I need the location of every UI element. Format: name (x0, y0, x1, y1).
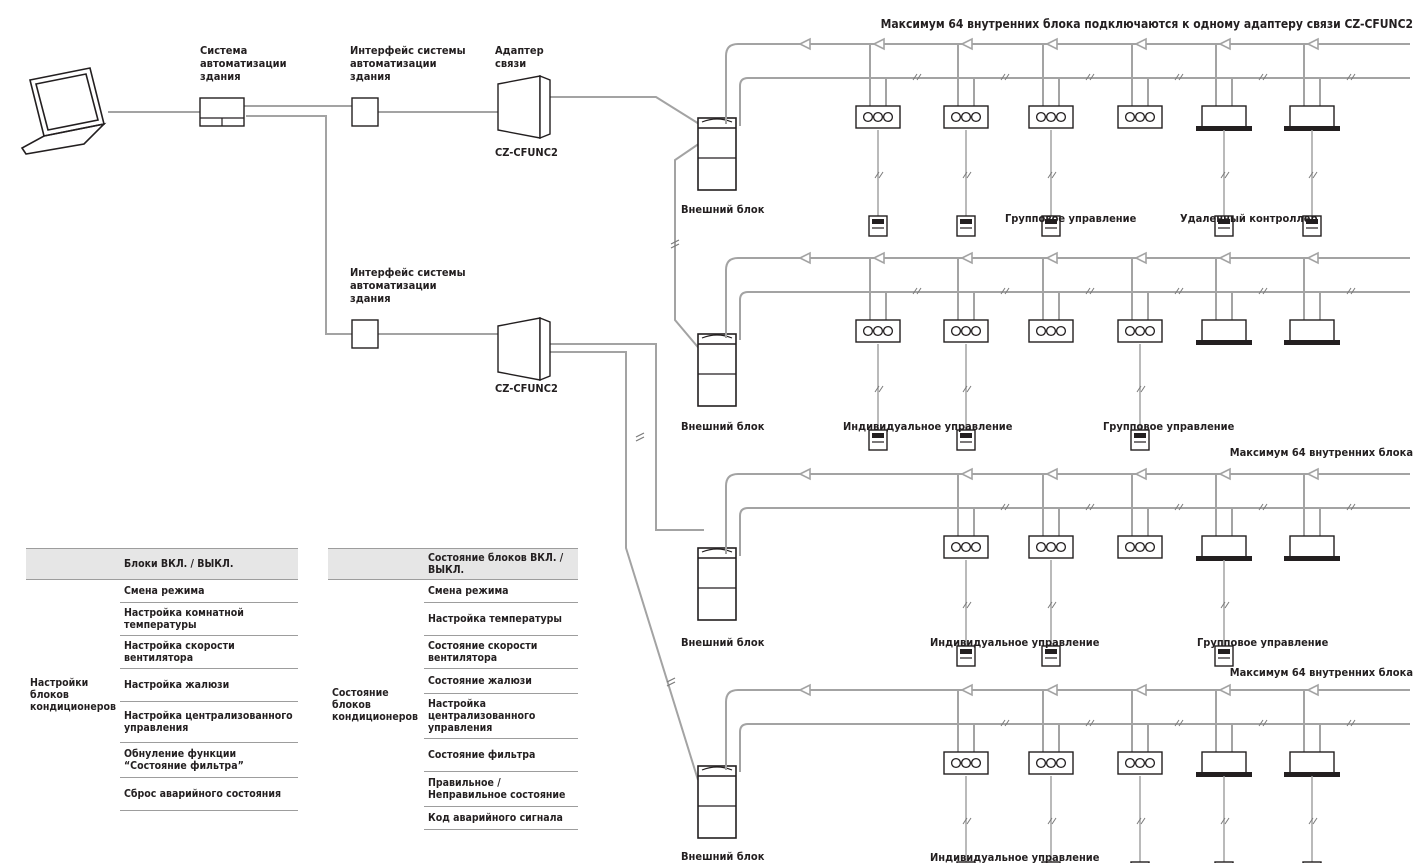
table-cell: Обнуление функции “Состояние фильтра” (119, 742, 298, 778)
indoor-ceiling-unit-icon (1284, 535, 1340, 561)
status-table: Состояние блоков ВКЛ. / ВЫКЛ. Состояние … (328, 548, 578, 830)
adapter-model-2: CZ-CFUNC2 (495, 382, 558, 395)
table-category: Состояние блоков кондиционеров (328, 579, 424, 830)
top-note: Максимум 64 внутренних блока подключаютс… (880, 17, 1413, 31)
indoor-cassette-unit-icon (943, 535, 989, 559)
row1-group-label: Групповое управление (1005, 212, 1137, 225)
outdoor-unit-icon (697, 765, 737, 839)
adapter-label: Адаптер связи (495, 44, 544, 70)
table-cell: Настройка жалюзи (119, 668, 298, 702)
indoor-cassette-unit-icon (1028, 535, 1074, 559)
bas-interface-box-1 (351, 97, 379, 127)
outdoor-unit-icon (697, 547, 737, 621)
outdoor-label-3: Внешний блок (681, 636, 765, 649)
table-cell: Состояние фильтра (424, 738, 578, 772)
remote-controller-icon (956, 645, 976, 667)
indoor-ceiling-unit-icon (1284, 105, 1340, 131)
row1-remote-label: Удаленный контроллер (1180, 212, 1318, 225)
remote-controller-icon (1041, 215, 1061, 237)
remote-controller-icon (868, 215, 888, 237)
indoor-ceiling-unit-icon (1196, 105, 1252, 131)
indoor-cassette-unit-icon (855, 319, 901, 343)
trunk-wiring (108, 96, 705, 781)
indoor-cassette-unit-icon (1028, 319, 1074, 343)
indoor-cassette-unit-icon (943, 751, 989, 775)
control-settings-table: Блоки ВКЛ. / ВЫКЛ. Настройки блоков конд… (26, 548, 298, 811)
indoor-cassette-unit-icon (1117, 751, 1163, 775)
outdoor-label-4: Внешний блок (681, 850, 765, 863)
max-note-1: Максимум 64 внутренних блока (1229, 446, 1413, 459)
remote-controller-icon (1214, 215, 1234, 237)
row3-individual-label: Индивидуальное управление (930, 636, 1100, 649)
indoor-ceiling-unit-icon (1196, 751, 1252, 777)
bas-label: Система автоматизации здания (200, 44, 287, 83)
bas-interface-box-2 (351, 319, 379, 349)
adapter-icon (497, 74, 551, 140)
indoor-cassette-unit-icon (1028, 105, 1074, 129)
trunk-breaks (635, 239, 680, 687)
table-category: Настройки блоков кондиционеров (26, 579, 120, 811)
indoor-cassette-unit-icon (943, 319, 989, 343)
table-cell: Сброс аварийного состояния (119, 777, 298, 811)
remote-controller-icon (1130, 429, 1150, 451)
indoor-unit-row (725, 37, 1410, 237)
outdoor-label-1: Внешний блок (681, 203, 765, 216)
max-note-2: Максимум 64 внутренних блока (1229, 666, 1413, 679)
outdoor-unit-icon (697, 117, 737, 191)
indoor-cassette-unit-icon (1117, 105, 1163, 129)
indoor-ceiling-unit-icon (1284, 319, 1340, 345)
table-cell: Настройка скорости вентилятора (119, 635, 298, 669)
indoor-unit-row (725, 467, 1410, 667)
table-header: Блоки ВКЛ. / ВЫКЛ. (119, 548, 298, 580)
remote-controller-icon (1214, 645, 1234, 667)
indoor-ceiling-unit-icon (1196, 535, 1252, 561)
indoor-cassette-unit-icon (855, 105, 901, 129)
bas-interface-label-1: Интерфейс системы автоматизации здания (350, 44, 466, 83)
indoor-ceiling-unit-icon (1284, 751, 1340, 777)
table-cell: Настройка комнатной температуры (119, 602, 298, 636)
table-header: Состояние блоков ВКЛ. / ВЫКЛ. (424, 548, 578, 580)
table-cell: Код аварийного сигнала (424, 806, 578, 830)
table-corner (26, 548, 120, 580)
indoor-cassette-unit-icon (1117, 535, 1163, 559)
remote-controller-icon (1302, 215, 1322, 237)
outdoor-unit-icon (697, 333, 737, 407)
row3-group-label: Групповое управление (1197, 636, 1329, 649)
table-cell: Состояние скорости вентилятора (424, 635, 578, 669)
remote-controller-icon (868, 429, 888, 451)
bas-unit-icon (199, 97, 245, 127)
indoor-cassette-unit-icon (1028, 751, 1074, 775)
remote-controller-icon (956, 215, 976, 237)
indoor-cassette-unit-icon (1117, 319, 1163, 343)
table-cell: Настройка централизованного управления (424, 693, 578, 739)
outdoor-label-2: Внешний блок (681, 420, 765, 433)
table-cell: Настройка централизованного управления (119, 701, 298, 743)
adapter-icon (497, 316, 551, 382)
adapter-model-1: CZ-CFUNC2 (495, 146, 558, 159)
row2-group-label: Групповое управление (1103, 420, 1235, 433)
remote-controller-icon (956, 429, 976, 451)
indoor-unit-row (725, 683, 1410, 863)
table-cell: Правильное / Неправильное состояние (424, 771, 578, 807)
bas-interface-label-2: Интерфейс системы автоматизации здания (350, 266, 466, 305)
table-corner (328, 548, 424, 580)
table-cell: Смена режима (424, 579, 578, 603)
row4-individual-label: Индивидуальное управление (930, 851, 1100, 864)
table-cell: Состояние жалюзи (424, 668, 578, 694)
indoor-unit-row (725, 251, 1410, 451)
remote-controller-icon (1041, 645, 1061, 667)
indoor-cassette-unit-icon (943, 105, 989, 129)
table-cell: Настройка температуры (424, 602, 578, 636)
indoor-ceiling-unit-icon (1196, 319, 1252, 345)
row2-individual-label: Индивидуальное управление (843, 420, 1013, 433)
table-cell: Смена режима (119, 579, 298, 603)
laptop-icon (20, 67, 107, 155)
